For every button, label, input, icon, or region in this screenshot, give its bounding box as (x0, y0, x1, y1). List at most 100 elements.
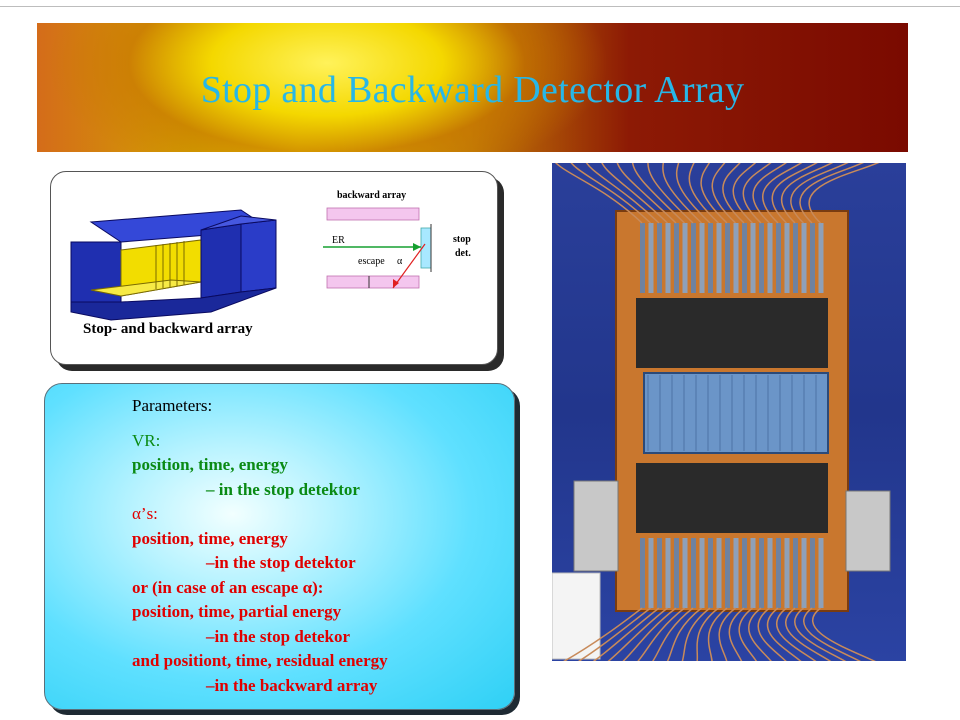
cable (742, 163, 772, 224)
cable (652, 607, 694, 661)
cable (803, 607, 862, 661)
title-banner: Stop and Backward Detector Array (37, 23, 908, 152)
cable (647, 163, 694, 224)
cable (812, 607, 877, 661)
cable (718, 607, 736, 661)
connector-strip (699, 223, 705, 293)
cable (681, 607, 711, 661)
upper-connector (636, 298, 828, 368)
parameters-text: Parameters: VR: position, time, energy –… (132, 394, 388, 698)
connector-strip (716, 223, 722, 293)
connector-strip (767, 538, 773, 608)
cable (707, 607, 728, 661)
cable (771, 163, 818, 224)
parameters-heading: Parameters: (132, 396, 213, 415)
cable (666, 607, 702, 661)
cable (752, 163, 788, 224)
connector-strip (750, 223, 756, 293)
connector-strip (750, 538, 756, 608)
connector-strip (716, 538, 722, 608)
backward-array-bottom-strip (326, 275, 420, 289)
connector-strip (657, 538, 662, 608)
cable (688, 163, 720, 224)
parameter-lines: VR: position, time, energy – in the stop… (132, 429, 388, 699)
right-bracket (845, 490, 891, 572)
connector-strip (776, 538, 781, 608)
detector-diagram (70, 207, 432, 321)
connector-strip (801, 223, 807, 293)
connector-strip (691, 538, 696, 608)
cable (790, 163, 849, 224)
bottom-plate (70, 287, 277, 321)
escape-alpha-arrow (392, 243, 426, 289)
connector-strip (725, 538, 730, 608)
label-er: ER (332, 235, 345, 246)
cable (675, 163, 711, 224)
param-line-3: α’s: (132, 504, 158, 523)
cable (601, 163, 669, 224)
cable (696, 607, 719, 661)
label-backward-array: backward array (337, 190, 407, 201)
connector-strip (784, 538, 790, 608)
connector-strip (733, 223, 739, 293)
cable (732, 163, 757, 224)
connector-strip (640, 538, 645, 608)
label-det: det. (455, 248, 471, 259)
cable (785, 607, 832, 661)
detector-photo-drawing (552, 163, 891, 661)
param-line-6: or (in case of an escape α): (132, 577, 324, 597)
cable (794, 607, 847, 661)
connector-strip (674, 538, 679, 608)
param-line-1: position, time, energy (132, 455, 288, 474)
cable (722, 163, 745, 224)
cable (585, 163, 660, 224)
connector-strip (657, 223, 662, 293)
cable (570, 163, 652, 224)
cable (776, 607, 817, 661)
parameters-panel: Parameters: VR: position, time, energy –… (44, 383, 515, 710)
label-escape: escape (358, 256, 385, 267)
label-stop: stop (453, 234, 471, 245)
param-line-10: –in the backward array (206, 675, 378, 695)
cable (738, 607, 758, 661)
cable (728, 607, 745, 661)
lower-connector (636, 463, 828, 533)
connector-strip (784, 223, 790, 293)
diagram-panel: backward array ER escape α stop det. Sto… (50, 171, 498, 365)
connector-strip (648, 538, 654, 608)
slide-title: Stop and Backward Detector Array (200, 69, 745, 111)
cable (662, 163, 703, 224)
connector-strip (733, 538, 739, 608)
connector-strip (674, 223, 679, 293)
cable (799, 163, 865, 224)
detector-photo (552, 163, 906, 661)
param-line-8: –in the stop detekor (206, 626, 351, 646)
connector-strip (759, 538, 764, 608)
param-line-4: position, time, energy (132, 528, 288, 548)
connector-strip (640, 223, 645, 293)
connector-strip (708, 538, 713, 608)
connector-strip (759, 223, 764, 293)
cable (631, 163, 686, 224)
cable (757, 607, 787, 661)
connector-strip (699, 538, 705, 608)
connector-strip (691, 223, 696, 293)
cable (607, 607, 668, 661)
backward-array-top-strip (326, 207, 420, 221)
silicon-detector (643, 372, 829, 454)
connector-strip (648, 223, 654, 293)
cable (808, 163, 880, 224)
connector-strip (801, 538, 807, 608)
connector-strip (767, 223, 773, 293)
connector-strip (818, 223, 824, 293)
param-line-7: position, time, partial energy (132, 602, 342, 621)
cable (563, 607, 643, 661)
connector-strip (793, 223, 798, 293)
cable (780, 163, 834, 224)
diagram-caption: Stop- and backward array (83, 321, 253, 337)
cable (748, 607, 772, 661)
top-rule (0, 6, 960, 7)
photo-label-card (552, 572, 601, 660)
connector-strip (725, 223, 730, 293)
connector-strip (665, 538, 671, 608)
